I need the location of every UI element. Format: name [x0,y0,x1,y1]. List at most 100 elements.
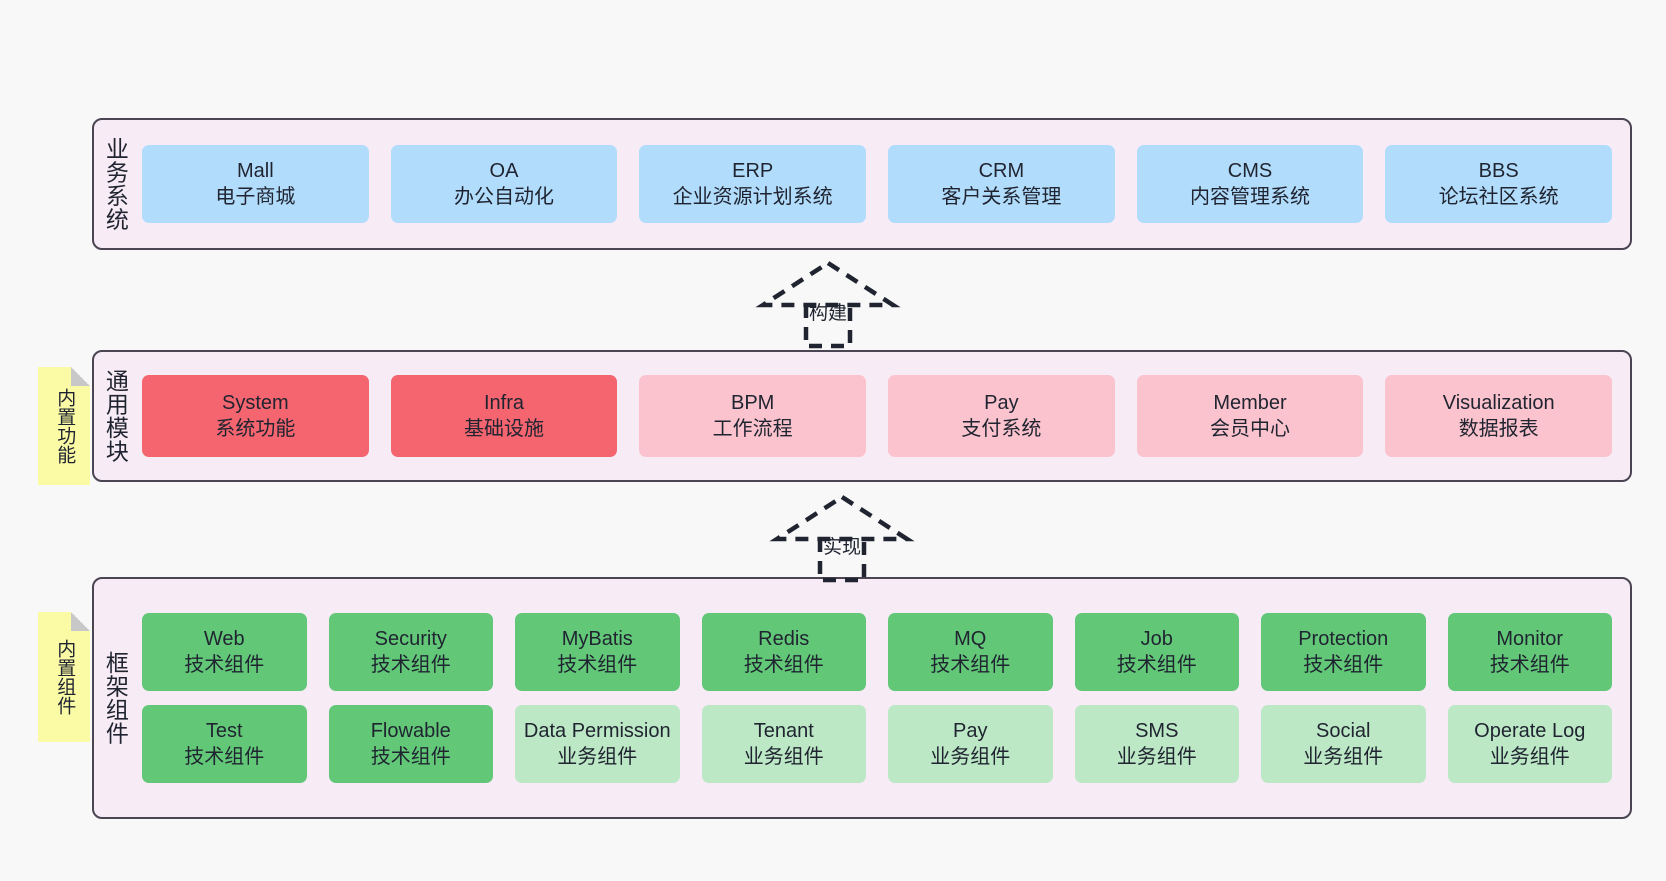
card-subtitle: 业务组件 [930,746,1011,768]
card-title: Flowable [370,719,451,742]
card-subtitle: 内容管理系统 [1190,186,1311,208]
card-tenant[interactable]: Tenant 业务组件 [701,705,866,783]
card-data-permission[interactable]: Data Permission 业务组件 [515,705,680,783]
card-protection[interactable]: Protection 技术组件 [1261,613,1426,691]
card-subtitle: 业务组件 [1303,746,1384,768]
card-title: Operate Log [1474,719,1586,742]
card-bpm[interactable]: BPM 工作流程 [639,375,867,457]
card-title: Job [1140,627,1173,650]
layer-row: Mall 电子商城 OA 办公自动化 ERP 企业资源计划系统 CRM 客户关系… [142,145,1613,223]
layer-business-system[interactable]: 业务系统 Mall 电子商城 OA 办公自动化 ERP 企业资源计划系统 CRM… [92,118,1632,250]
card-subtitle: 系统功能 [215,418,296,440]
card-title: System [221,391,289,414]
card-title: Monitor [1496,627,1564,650]
card-subtitle: 数据报表 [1458,418,1539,440]
card-title: Infra [483,391,525,414]
card-pay-module[interactable]: Pay 支付系统 [888,375,1115,457]
hollow-triangle-arrowhead [755,260,901,308]
card-title: MQ [954,627,987,650]
card-sms[interactable]: SMS 业务组件 [1074,705,1239,783]
sticky-note-builtin-function[interactable]: 内置功能 [38,367,90,485]
card-web[interactable]: Web 技术组件 [142,613,307,691]
card-subtitle: 业务组件 [557,746,638,768]
card-title: Redis [758,627,810,650]
card-title: Web [203,627,245,650]
card-title: Tenant [753,719,814,742]
card-title: Security [374,627,447,650]
card-visualization[interactable]: Visualization 数据报表 [1385,375,1613,457]
card-title: Test [205,719,243,742]
card-infra[interactable]: Infra 基础设施 [390,375,618,457]
sticky-note-label: 内置功能 [54,388,76,464]
layer-row: Web 技术组件 Security 技术组件 MyBatis 技术组件 Redi… [142,613,1612,691]
card-mybatis[interactable]: MyBatis 技术组件 [515,613,680,691]
card-security[interactable]: Security 技术组件 [328,613,493,691]
card-subtitle: 工作流程 [712,418,793,440]
card-title: Pay [953,719,988,742]
card-subtitle: 技术组件 [743,654,824,676]
card-monitor[interactable]: Monitor 技术组件 [1447,613,1612,691]
card-subtitle: 技术组件 [184,746,265,768]
card-mq[interactable]: MQ 技术组件 [888,613,1053,691]
hollow-triangle-arrowhead [769,494,915,542]
card-subtitle: 企业资源计划系统 [672,186,833,208]
card-subtitle: 支付系统 [961,418,1042,440]
card-job[interactable]: Job 技术组件 [1074,613,1239,691]
card-title: SMS [1135,719,1179,742]
card-erp[interactable]: ERP 企业资源计划系统 [639,145,867,223]
sticky-note-label: 内置组件 [54,639,76,715]
card-crm[interactable]: CRM 客户关系管理 [888,145,1115,223]
card-flowable[interactable]: Flowable 技术组件 [328,705,493,783]
card-title: Mall [237,159,274,182]
connector-implement-arrow [769,494,915,583]
layer-framework-component[interactable]: 框架组件 Web 技术组件 Security 技术组件 MyBatis 技术组件… [92,577,1632,819]
card-subtitle: 技术组件 [184,654,265,676]
card-mall[interactable]: Mall 电子商城 [142,145,369,223]
card-subtitle: 技术组件 [1116,654,1197,676]
card-title: CRM [978,159,1025,182]
card-subtitle: 业务组件 [743,746,824,768]
layer-row: System 系统功能 Infra 基础设施 BPM 工作流程 Pay 支付系统… [142,375,1613,457]
connector-build-label: 构建 [808,303,848,324]
layer-body-common-module: System 系统功能 Infra 基础设施 BPM 工作流程 Pay 支付系统… [136,352,1630,480]
card-subtitle: 论坛社区系统 [1438,186,1559,208]
card-title: CMS [1227,159,1273,182]
card-system[interactable]: System 系统功能 [142,375,369,457]
sticky-note-builtin-component[interactable]: 内置组件 [38,612,90,742]
layer-common-module[interactable]: 通用模块 System 系统功能 Infra 基础设施 BPM 工作流程 Pay… [92,350,1632,482]
layer-title-framework-component: 框架组件 [102,651,129,745]
layer-body-business-system: Mall 电子商城 OA 办公自动化 ERP 企业资源计划系统 CRM 客户关系… [136,120,1630,248]
card-subtitle: 技术组件 [1303,654,1384,676]
card-title: Social [1316,719,1371,742]
card-subtitle: 办公自动化 [454,186,554,208]
card-pay-component[interactable]: Pay 业务组件 [888,705,1053,783]
card-subtitle: 会员中心 [1210,418,1291,440]
card-title: BBS [1478,159,1519,182]
card-subtitle: 客户关系管理 [941,186,1062,208]
card-subtitle: 技术组件 [370,746,451,768]
card-title: Member [1213,391,1287,414]
card-subtitle: 业务组件 [1489,746,1570,768]
card-title: Pay [984,391,1019,414]
card-bbs[interactable]: BBS 论坛社区系统 [1385,145,1613,223]
connector-build-arrow [755,260,901,349]
card-operate-log[interactable]: Operate Log 业务组件 [1447,705,1612,783]
layer-body-framework-component: Web 技术组件 Security 技术组件 MyBatis 技术组件 Redi… [136,579,1630,817]
card-title: MyBatis [561,627,633,650]
card-member[interactable]: Member 会员中心 [1136,375,1364,457]
connector-implement: 实现 [769,492,915,583]
card-title: ERP [732,159,774,182]
card-subtitle: 业务组件 [1116,746,1197,768]
card-cms[interactable]: CMS 内容管理系统 [1136,145,1364,223]
card-social[interactable]: Social 业务组件 [1261,705,1426,783]
card-test[interactable]: Test 技术组件 [142,705,307,783]
layer-title-common-module: 通用模块 [102,369,129,463]
card-oa[interactable]: OA 办公自动化 [390,145,618,223]
card-title: Protection [1298,627,1389,650]
card-subtitle: 技术组件 [370,654,451,676]
card-subtitle: 电子商城 [215,186,296,208]
card-redis[interactable]: Redis 技术组件 [701,613,866,691]
layer-title-business-system: 业务系统 [102,137,129,231]
card-subtitle: 基础设施 [464,418,544,440]
